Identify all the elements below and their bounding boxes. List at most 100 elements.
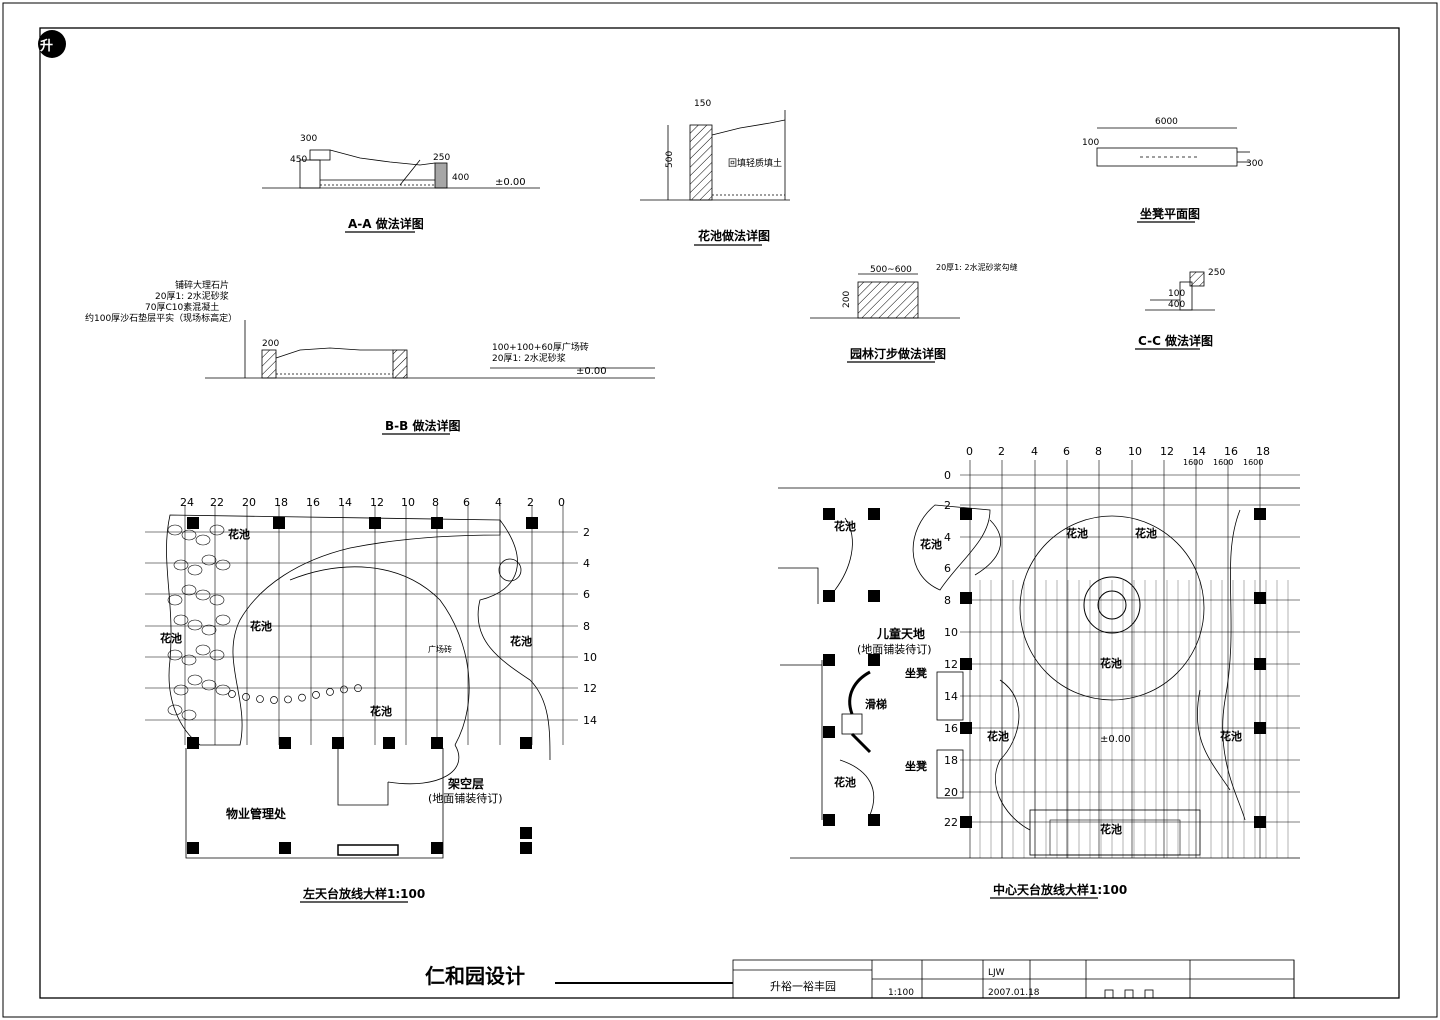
stepping-note: 20厚1: 2水泥砂浆勾缝 <box>936 262 1018 272</box>
center-column <box>960 722 972 734</box>
left-column <box>383 737 395 749</box>
center-pond-shape <box>834 517 853 591</box>
center-axis-side-label: 14 <box>944 690 958 703</box>
sheet-inner-border <box>39 27 1400 999</box>
center-bench-2: 坐凳 <box>905 759 928 773</box>
center-dim-3: 1600 <box>1243 458 1263 467</box>
center-axis-side-label: 6 <box>944 562 951 575</box>
center-column <box>960 816 972 828</box>
center-axis-top-label: 4 <box>1031 445 1038 458</box>
left-axis-top-label: 20 <box>242 496 256 509</box>
left-axis-side-label: 4 <box>583 557 590 570</box>
left-rubble-stone <box>173 614 189 626</box>
left-column <box>187 737 199 749</box>
left-rubble-stone <box>181 709 197 721</box>
left-rubble-stone <box>187 674 203 686</box>
aa-h3: 250 <box>433 153 450 163</box>
center-column <box>823 814 835 826</box>
left-pond-3: 花池 <box>250 619 272 633</box>
left-rubble-stone <box>187 619 203 631</box>
center-bench-rect <box>936 749 964 799</box>
left-pond-curve <box>166 514 501 746</box>
left-stepping-stone <box>256 695 264 703</box>
left-rubble-stone <box>201 624 217 636</box>
left-plan-title: 左天台放线大样1:100 <box>302 886 425 901</box>
bb-note-4: 约100厚沙石垫层平实（现场标高定） <box>85 312 237 324</box>
center-pond-shape <box>912 504 991 591</box>
project-title: 仁和园设计 <box>425 964 525 988</box>
center-axis-top-label: 14 <box>1192 445 1206 458</box>
center-column <box>823 726 835 738</box>
left-building-outline <box>185 748 444 859</box>
center-axis-top-label: 2 <box>998 445 1005 458</box>
left-axis-top-label: 10 <box>401 496 415 509</box>
left-rubble-stone <box>201 554 217 566</box>
left-rubble-stone <box>167 649 183 661</box>
center-axis-top-label: 0 <box>966 445 973 458</box>
stepping-height-dim: 200 <box>842 291 852 308</box>
left-rubble-stone <box>215 614 231 626</box>
left-axis-side-label: 8 <box>583 620 590 633</box>
center-axis-side-label: 2 <box>944 499 951 512</box>
center-slide-chute <box>848 670 871 715</box>
center-column <box>1254 722 1266 734</box>
left-rubble-stone <box>195 644 211 656</box>
center-pond-shape <box>995 679 1031 831</box>
left-column <box>187 842 199 854</box>
left-stilt-outline <box>337 748 389 806</box>
left-stepping-stone <box>312 690 320 699</box>
left-rubble-stone <box>209 524 225 536</box>
center-axis-side-label: 12 <box>944 658 958 671</box>
center-axis-top-label: 16 <box>1224 445 1238 458</box>
left-axis-top-label: 2 <box>527 496 534 509</box>
left-rubble-stone <box>209 594 225 606</box>
left-column <box>187 517 199 529</box>
center-axis-side-label: 22 <box>944 816 958 829</box>
left-stilt: 架空层 <box>447 776 484 791</box>
left-column <box>520 842 532 854</box>
title-block <box>555 959 1295 999</box>
bench-width-dim: 6000 <box>1155 117 1178 127</box>
bb-note-1: 铺碎大理石片 <box>175 279 229 291</box>
center-column <box>1254 592 1266 604</box>
center-axis-top-label: 12 <box>1160 445 1174 458</box>
center-axis-top-label: 18 <box>1256 445 1270 458</box>
aa-detail <box>262 149 540 189</box>
left-axis-side-label: 10 <box>583 651 597 664</box>
center-column <box>868 814 880 826</box>
left-axis-side-label: 6 <box>583 588 590 601</box>
aa-h1: 450 <box>290 155 307 165</box>
left-column <box>431 842 443 854</box>
left-axis-side-label: 2 <box>583 526 590 539</box>
center-axis-top-label: 6 <box>1063 445 1070 458</box>
cc-width-dim: 250 <box>1208 268 1225 278</box>
center-axis-side-label: 10 <box>944 626 958 639</box>
left-column <box>526 517 538 529</box>
left-pond-4: 花池 <box>510 634 532 648</box>
center-pond-h: 花池 <box>834 775 856 789</box>
center-axis-side-label: 20 <box>944 786 958 799</box>
center-axis-side-label: 18 <box>944 754 958 767</box>
left-stepping-stone <box>228 690 236 698</box>
left-rubble-stone <box>173 684 189 696</box>
center-dim-2: 1600 <box>1213 458 1233 467</box>
left-stepping-stone <box>340 685 348 694</box>
center-column <box>960 508 972 520</box>
left-rubble-stone <box>195 534 211 546</box>
center-slide-ladder <box>850 732 872 754</box>
pond-title: 花池做法详图 <box>698 228 770 243</box>
left-stepping-stone <box>270 696 278 704</box>
left-path-curve <box>289 566 470 746</box>
center-pond-g: 花池 <box>1220 729 1242 743</box>
stepping-detail <box>810 273 960 319</box>
center-bench-rect <box>936 671 964 721</box>
left-rubble-stone <box>173 559 189 571</box>
left-column <box>520 827 532 839</box>
center-slide: 滑梯 <box>865 697 887 711</box>
left-rubble-stone <box>209 649 225 661</box>
bb-right-note-1: 100+100+60厚广场砖 <box>492 341 589 353</box>
bb-right-note-2: 20厚1: 2水泥砂浆 <box>492 352 566 364</box>
